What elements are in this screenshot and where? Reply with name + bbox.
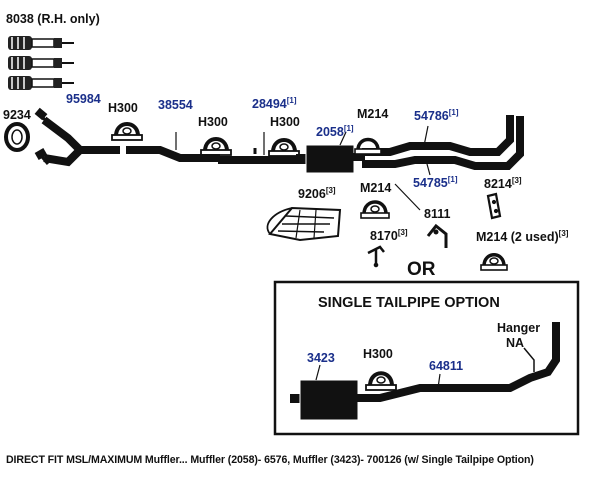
label-hanger: Hanger <box>497 321 540 335</box>
h300-clamp-3 <box>268 138 300 157</box>
part-54785-tailpipe <box>362 116 524 176</box>
label-hanger-na: NA <box>506 336 524 350</box>
label-54786: 54786[1] <box>414 108 459 123</box>
part-95984-y-pipe <box>34 107 120 167</box>
m214-clamp-2used <box>480 253 508 271</box>
h300-clamp-box <box>365 371 397 391</box>
label-h300-c: H300 <box>270 115 300 129</box>
part-9234-gasket <box>4 122 30 152</box>
part-9206-heat-shield <box>266 206 342 242</box>
label-8170: 8170[3] <box>370 228 408 243</box>
label-8214: 8214[3] <box>484 176 522 191</box>
single-tailpipe-title: SINGLE TAILPIPE OPTION <box>318 295 500 311</box>
single-tailpipe-box <box>273 280 580 436</box>
label-28494: 28494[1] <box>252 96 297 111</box>
part-2058-muffler <box>296 131 365 174</box>
part-8111-bracket <box>394 183 448 248</box>
part-8170-bracket <box>367 245 385 268</box>
part-64811-tailpipe <box>356 322 560 402</box>
label-m214-top: M214 <box>357 107 388 121</box>
m214-clamp-mid <box>360 200 390 219</box>
label-9234: 9234 <box>3 108 31 122</box>
part-38554-pipe <box>126 132 220 162</box>
part-28494-pipe <box>218 132 300 164</box>
label-3423: 3423 <box>307 351 335 365</box>
part-8038-hangers <box>8 36 74 90</box>
label-h300-b: H300 <box>198 115 228 129</box>
diagram-caption: DIRECT FIT MSL/MAXIMUM Muffler... Muffle… <box>6 454 534 466</box>
label-h300-a: H300 <box>108 101 138 115</box>
label-38554: 38554 <box>158 98 193 112</box>
labels: 8038 (R.H. only) 9234 95984 H300 38554 H… <box>3 12 569 373</box>
label-m214-mid: M214 <box>360 181 391 195</box>
label-8111: 8111 <box>424 207 450 221</box>
m214-clamp-top <box>354 137 382 155</box>
label-9206: 9206[3] <box>298 186 336 201</box>
part-54786-tailpipe <box>362 115 514 156</box>
part-8214-hanger <box>486 192 502 220</box>
part-3423-muffler <box>290 364 359 421</box>
label-64811: 64811 <box>429 359 463 373</box>
label-2058: 2058[1] <box>316 124 354 139</box>
h300-clamp-1 <box>111 122 143 141</box>
h300-clamp-2 <box>200 137 232 156</box>
label-or: OR <box>407 259 436 280</box>
label-95984: 95984 <box>66 92 101 106</box>
label-h300-box: H300 <box>363 347 393 361</box>
label-54785: 54785[1] <box>413 175 458 190</box>
label-8038: 8038 (R.H. only) <box>6 12 100 26</box>
label-m214-2used: M214 (2 used)[3] <box>476 229 569 244</box>
